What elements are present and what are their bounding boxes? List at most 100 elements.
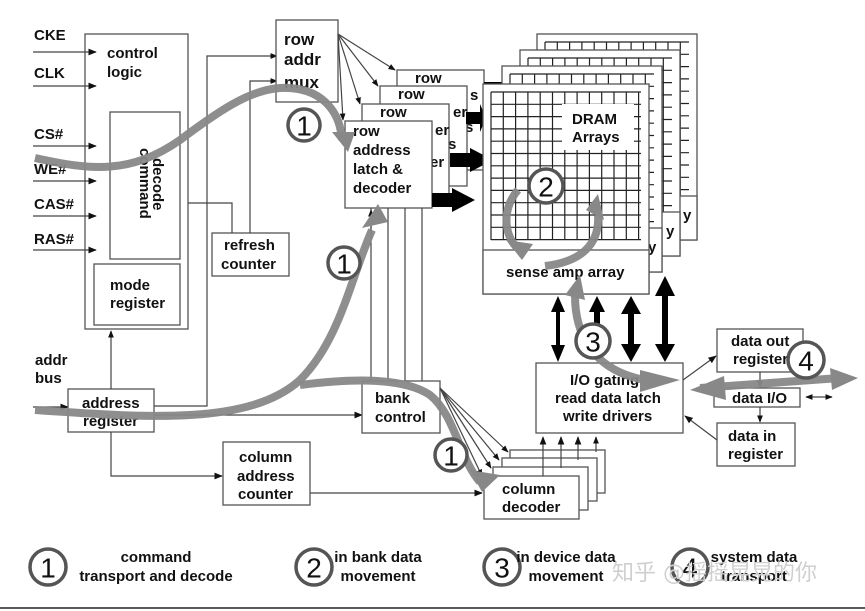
sense-amp-fragment: y — [683, 207, 692, 224]
data-in-register-label-2: register — [728, 446, 783, 463]
signal-cs: CS# — [34, 126, 64, 143]
column-address-counter-block: column address counter — [222, 441, 311, 506]
command-decode-label-1: command — [136, 148, 153, 219]
flow-arrows — [34, 83, 858, 492]
row-address-latch-label-2: address — [353, 142, 411, 159]
sense-io-buses — [551, 276, 675, 362]
legend-label: in device data — [516, 549, 616, 566]
legend-number: 3 — [494, 553, 510, 584]
marker-number: 1 — [296, 111, 312, 142]
refresh-counter-block: refresh counter — [211, 232, 290, 277]
legend-marker — [28, 547, 68, 587]
bank-control-label-1: bank — [375, 390, 411, 407]
bank-control-wires — [368, 208, 423, 382]
column-address-counter-label-2: address — [237, 468, 295, 485]
marker-number: 3 — [585, 327, 601, 358]
legend-label: movement — [528, 568, 603, 585]
legend-label: transport — [721, 568, 787, 585]
io-gating-block: I/O gating / read data latch write drive… — [535, 362, 684, 434]
row-stack-fragment: er — [435, 122, 449, 139]
bank-control-block: bank control — [361, 380, 441, 434]
marker-3: 3 — [574, 322, 612, 360]
row-stack-fragment: er — [430, 154, 444, 171]
row-stack-fragment: er — [453, 104, 467, 121]
io-gating-label-3: write drivers — [562, 408, 652, 425]
bank-fanout-wires — [439, 387, 509, 477]
signal-clk: CLK — [34, 65, 65, 82]
column-decoder-stack: column decoder — [483, 449, 606, 520]
signal-cke: CKE — [34, 27, 66, 44]
data-out-register-label-1: data out — [731, 333, 789, 350]
column-address-counter-label-1: column — [239, 449, 292, 466]
sense-amp-label: sense amp array — [506, 264, 625, 281]
row-stack-label-4: row — [415, 70, 442, 87]
mode-register-label-1: mode — [110, 277, 150, 294]
io-gating-label-2: read data latch — [555, 390, 661, 407]
legend-label: movement — [340, 568, 415, 585]
column-decoder-label-2: decoder — [502, 499, 561, 516]
marker-number: 4 — [798, 346, 814, 377]
control-logic-label-2: logic — [107, 64, 142, 81]
data-io-block: data I/O — [713, 387, 801, 408]
legend-marker — [482, 547, 522, 587]
legend-label: command — [121, 549, 192, 566]
data-in-register-block: data in register — [716, 422, 796, 467]
input-signals: CKE CLK CS# WE# CAS# RAS# — [33, 27, 97, 254]
marker-1-bottom: 1 — [433, 437, 469, 473]
addr-bus-label-1: addr — [35, 352, 68, 369]
sense-amp-array-block: sense amp array — [482, 249, 650, 295]
marker-number: 1 — [443, 441, 459, 472]
row-to-array-buses — [432, 82, 504, 212]
mode-register-label-2: register — [110, 295, 165, 312]
legend-item: 2 in bank data movement — [294, 547, 422, 587]
row-stack-label-3: row — [398, 86, 425, 103]
address-register-label-1: address — [82, 395, 140, 412]
signal-ras: RAS# — [34, 231, 75, 248]
command-decode-block: command decode — [109, 111, 181, 260]
column-address-counter-label-3: counter — [238, 486, 293, 503]
row-stack-fragment: s — [465, 119, 473, 136]
bank-control-label-2: control — [375, 409, 426, 426]
command-decode-label-2: decode — [149, 158, 166, 211]
row-addr-mux-label-2: addr — [284, 50, 321, 69]
marker-4: 4 — [786, 340, 826, 380]
column-to-io-buses — [539, 436, 599, 476]
row-address-latch-label-4: decoder — [353, 180, 412, 197]
row-stack-fragment: s — [448, 136, 456, 153]
refresh-counter-label-1: refresh — [224, 237, 275, 254]
refresh-counter-label-2: counter — [221, 256, 276, 273]
legend-number: 2 — [306, 553, 322, 584]
row-address-latch-label-3: latch & — [353, 161, 403, 178]
legend-marker — [294, 547, 334, 587]
marker-1-top: 1 — [286, 107, 322, 143]
addr-bus-label-2: bus — [35, 370, 62, 387]
row-addr-mux-label-1: row — [284, 30, 315, 49]
marker-2: 2 — [527, 167, 565, 205]
signal-cas: CAS# — [34, 196, 75, 213]
legend-item: 3 in device data movement — [482, 547, 616, 587]
legend-label: transport and decode — [79, 568, 232, 585]
row-address-latch-block: row address latch & decoder — [344, 120, 433, 209]
row-stack-label-2: row — [380, 104, 407, 121]
control-logic-label-1: control — [107, 45, 158, 62]
dram-arrays-label-2: Arrays — [572, 129, 620, 146]
column-decoder-label-1: column — [502, 481, 555, 498]
marker-1-mid: 1 — [326, 245, 362, 281]
marker-number: 2 — [538, 172, 554, 203]
watermark-text: 知乎 @摇摇晃晃的你 — [612, 561, 817, 586]
legend-number: 4 — [682, 553, 698, 584]
data-in-register-label-1: data in — [728, 428, 776, 445]
legend-label: in bank data — [334, 549, 422, 566]
sense-amp-fragment: y — [648, 239, 657, 256]
sense-amp-fragment: y — [666, 223, 675, 240]
marker-number: 1 — [336, 249, 352, 280]
dram-arrays-label-1: DRAM — [572, 111, 617, 128]
data-out-register-label-2: register — [733, 351, 788, 368]
mode-register-block: mode register — [93, 263, 181, 326]
data-io-label: data I/O — [732, 390, 787, 407]
legend-marker — [670, 547, 710, 587]
